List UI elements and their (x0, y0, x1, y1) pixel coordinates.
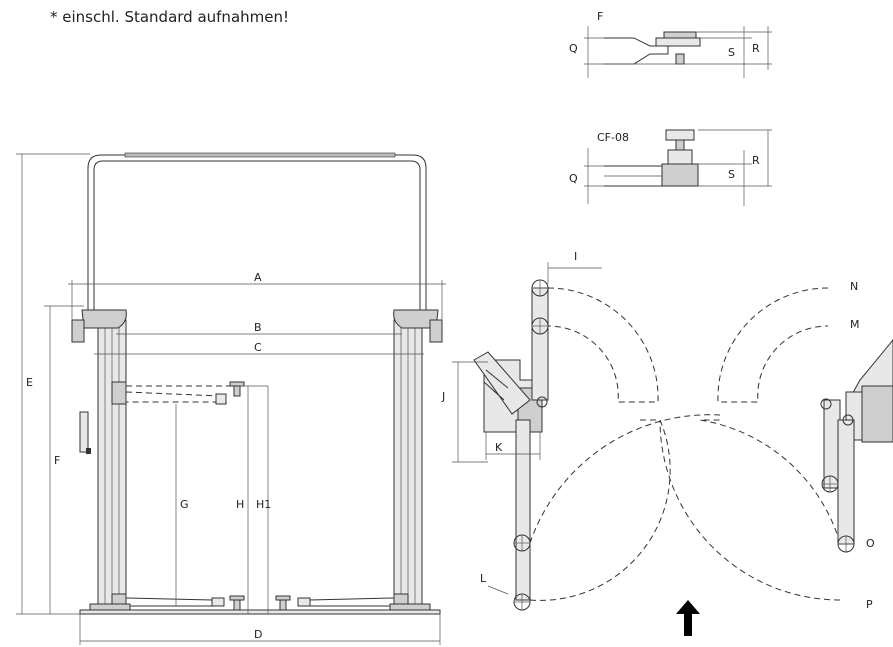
label-m: M (850, 318, 860, 331)
detail-label-q: Q (569, 42, 578, 55)
detail-label-r-2: R (752, 154, 760, 167)
detail-label-cf08: CF-08 (597, 131, 629, 144)
label-p: P (866, 598, 873, 611)
label-n: N (850, 280, 858, 293)
note-text: * einschl. Standard aufnahmen! (50, 8, 289, 26)
dim-label-c: C (254, 341, 262, 354)
detail-label-q-2: Q (569, 172, 578, 185)
dim-label-f: F (54, 454, 60, 467)
dim-label-j: J (441, 390, 445, 403)
detail-label-s: S (728, 46, 735, 59)
dim-label-g: G (180, 498, 189, 511)
dim-label-d: D (254, 628, 262, 641)
detail-label-s-2: S (728, 168, 735, 181)
dim-label-e: E (26, 376, 33, 389)
adapter-detail-standard: F Q S R (569, 10, 772, 78)
dim-label-h1: H1 (256, 498, 271, 511)
lift-front-view: A B C D E F G H H1 (16, 152, 446, 645)
detail-label-r: R (752, 42, 760, 55)
detail-label-f: F (597, 10, 603, 23)
dim-label-h: H (236, 498, 244, 511)
dim-label-i: I (574, 250, 577, 263)
label-l: L (480, 572, 487, 585)
dim-label-a: A (254, 271, 262, 284)
arm-swing-top-view: I L J K (441, 250, 893, 636)
drive-in-arrow-icon (676, 600, 700, 636)
adapter-detail-cf08: CF-08 Q S R (569, 129, 772, 206)
label-o: O (866, 537, 875, 550)
dim-label-b: B (254, 321, 262, 334)
dim-label-k: K (495, 441, 503, 454)
